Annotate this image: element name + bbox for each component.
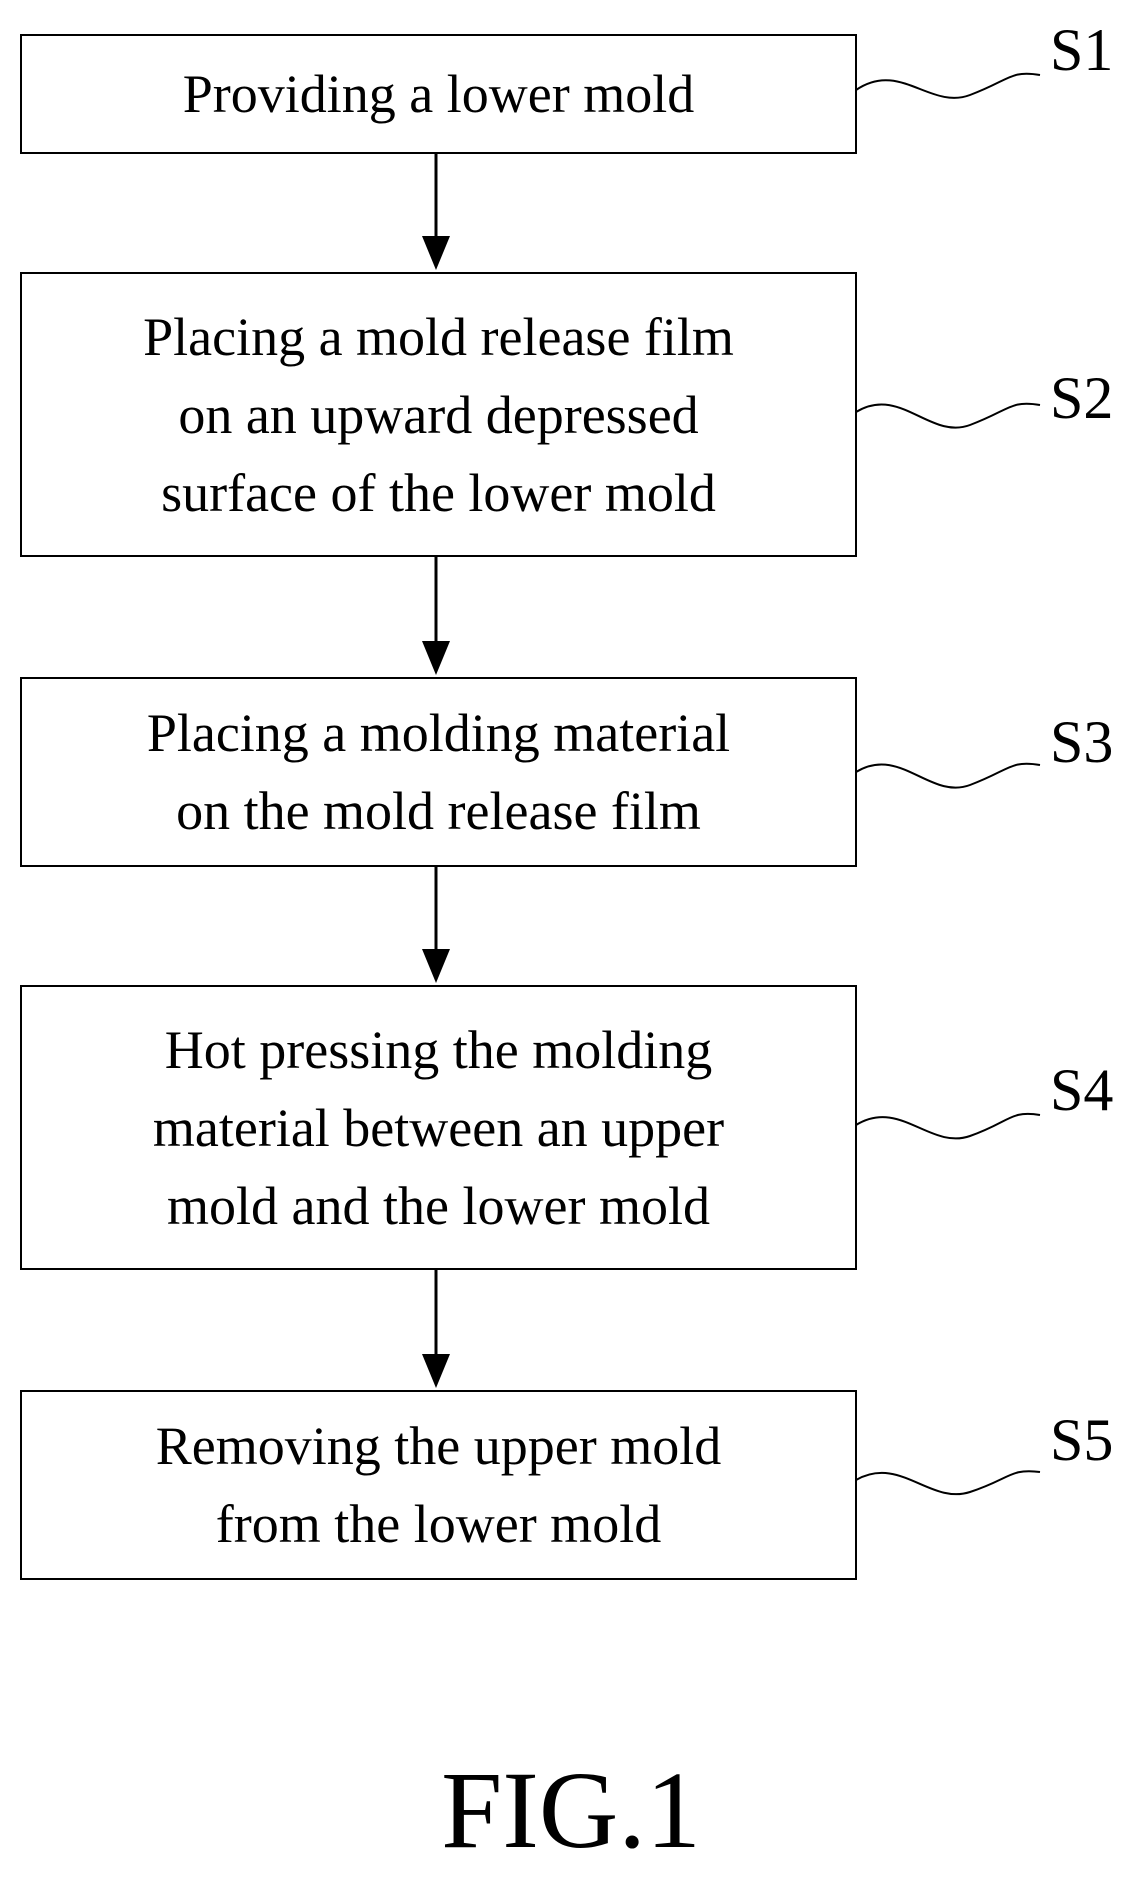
step-s3-line-2: on the mold release film xyxy=(176,772,701,850)
leader-line-s2 xyxy=(856,404,1040,428)
step-s4-line-3: mold and the lower mold xyxy=(167,1167,710,1245)
arrow-s4-to-s5 xyxy=(422,1270,450,1388)
step-box-s4: Hot pressing the molding material betwee… xyxy=(20,985,857,1270)
leader-line-s4 xyxy=(856,1114,1040,1139)
arrow-s3-to-s4 xyxy=(422,867,450,983)
leader-line-s5 xyxy=(856,1471,1040,1494)
step-s5-line-1: Removing the upper mold xyxy=(156,1407,721,1485)
step-label-s5: S5 xyxy=(1050,1410,1113,1470)
step-box-s5: Removing the upper mold from the lower m… xyxy=(20,1390,857,1580)
step-s2-line-1: Placing a mold release film xyxy=(143,298,734,376)
leader-line-s3 xyxy=(856,764,1040,788)
leader-line-s1 xyxy=(856,74,1040,98)
step-s4-line-2: material between an upper xyxy=(153,1089,724,1167)
step-label-s4: S4 xyxy=(1050,1060,1113,1120)
step-s2-line-3: surface of the lower mold xyxy=(161,454,716,532)
arrow-s1-to-s2 xyxy=(422,154,450,270)
step-label-s1: S1 xyxy=(1050,20,1113,80)
step-s5-line-2: from the lower mold xyxy=(216,1485,661,1563)
step-box-s3: Placing a molding material on the mold r… xyxy=(20,677,857,867)
step-s3-line-1: Placing a molding material xyxy=(147,694,730,772)
step-label-s3: S3 xyxy=(1050,712,1113,772)
figure-caption: FIG.1 xyxy=(0,1755,1142,1865)
arrow-s2-to-s3 xyxy=(422,557,450,675)
step-label-s2: S2 xyxy=(1050,368,1113,428)
step-s1-line-1: Providing a lower mold xyxy=(183,55,694,133)
step-box-s1: Providing a lower mold xyxy=(20,34,857,154)
step-s4-line-1: Hot pressing the molding xyxy=(165,1011,712,1089)
step-s2-line-2: on an upward depressed xyxy=(178,376,698,454)
step-box-s2: Placing a mold release film on an upward… xyxy=(20,272,857,557)
